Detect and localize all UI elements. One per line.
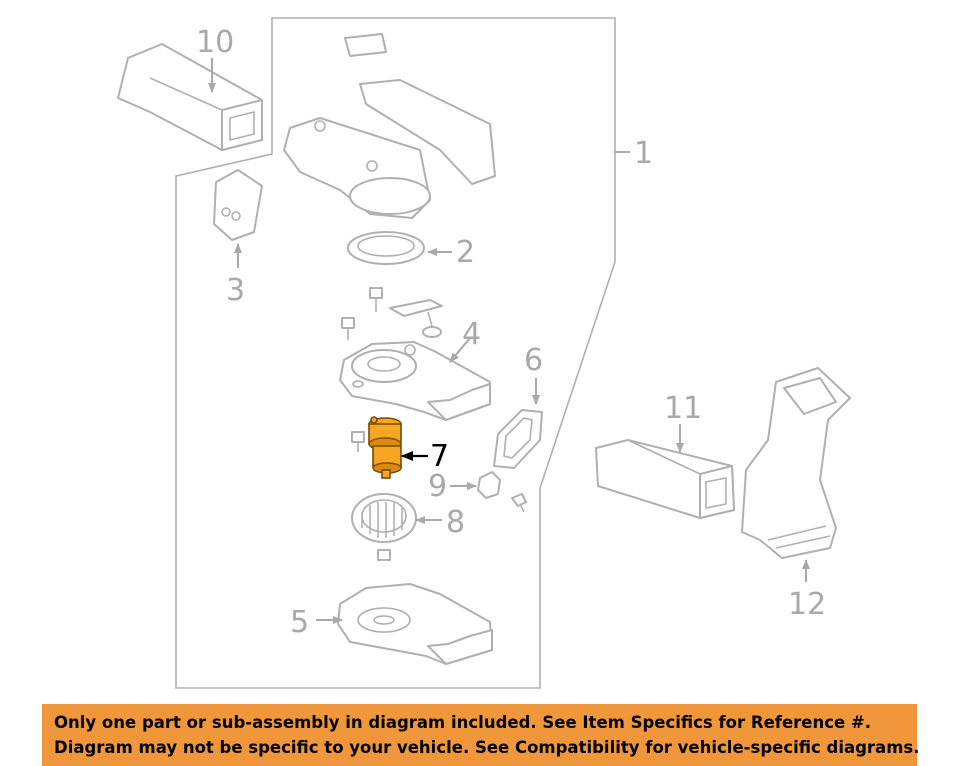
part-5-lower-housing <box>337 583 493 665</box>
disclaimer-line-1: Only one part or sub-assembly in diagram… <box>54 713 872 732</box>
callout-4: 4 <box>462 317 481 352</box>
callout-3: 3 <box>226 273 245 308</box>
callout-2: 2 <box>456 235 475 270</box>
part-8-blower-wheel <box>351 493 417 561</box>
callout-11: 11 <box>664 391 702 426</box>
callout-1: 1 <box>634 136 653 171</box>
callout-6: 6 <box>524 343 543 378</box>
part-12-vertical-duct <box>741 367 851 559</box>
callout-7: 7 <box>430 439 449 474</box>
callout-12: 12 <box>788 587 826 622</box>
assembly-outline <box>175 17 616 689</box>
part-2-gasket <box>347 231 425 265</box>
part-4-blower-housing <box>339 341 491 421</box>
disclaimer-line-2: Diagram may not be specific to your vehi… <box>54 738 920 757</box>
callout-10: 10 <box>196 25 234 60</box>
parts-diagram: 10 1 2 3 4 <box>117 17 851 689</box>
part-10-duct <box>117 43 263 151</box>
part-3-actuator <box>213 169 263 241</box>
callout-5: 5 <box>290 605 309 640</box>
part-7-blower-resistor <box>351 416 402 479</box>
callout-8: 8 <box>446 505 465 540</box>
disclaimer-banner: Only one part or sub-assembly in diagram… <box>42 704 920 766</box>
part-11-duct <box>595 439 735 519</box>
part-6-seal <box>493 409 543 469</box>
part-1-upper-housing <box>283 33 496 219</box>
part-9-clip <box>477 471 527 513</box>
fasteners-upper <box>341 287 443 340</box>
callout-9: 9 <box>428 469 447 504</box>
